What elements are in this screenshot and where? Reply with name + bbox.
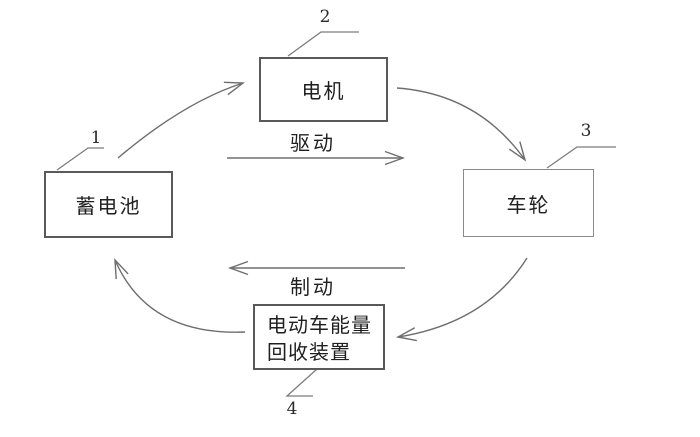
- box-motor-label: 电机: [301, 79, 346, 103]
- leader-line-4: [285, 368, 318, 397]
- drive-label: 驱动: [290, 131, 336, 155]
- ref-label-1: 1: [90, 128, 102, 148]
- box-recovery-label-line1: 电动车能量: [267, 313, 372, 337]
- box-battery: 蓄电池: [44, 171, 173, 238]
- leader-line-2: [287, 31, 359, 57]
- ref-label-4: 4: [286, 399, 298, 419]
- arc-recovery-to-battery: [115, 260, 246, 333]
- box-motor: 电机: [259, 57, 388, 122]
- box-wheel: 车轮: [463, 169, 594, 237]
- brake-label: 制动: [290, 275, 336, 299]
- arc-motor-to-wheel: [396, 87, 525, 160]
- ref-label-2: 2: [319, 7, 331, 27]
- arc-battery-to-motor: [117, 83, 243, 159]
- leader-line-1: [56, 147, 104, 171]
- box-recovery-label-line2: 回收装置: [267, 340, 351, 364]
- ref-label-3: 3: [580, 121, 592, 141]
- arc-wheel-to-recovery: [398, 257, 528, 337]
- box-wheel-label: 车轮: [506, 192, 551, 217]
- box-recovery: 电动车能量 回收装置: [253, 304, 385, 370]
- leader-line-3: [546, 146, 616, 169]
- box-battery-label: 蓄电池: [75, 194, 142, 218]
